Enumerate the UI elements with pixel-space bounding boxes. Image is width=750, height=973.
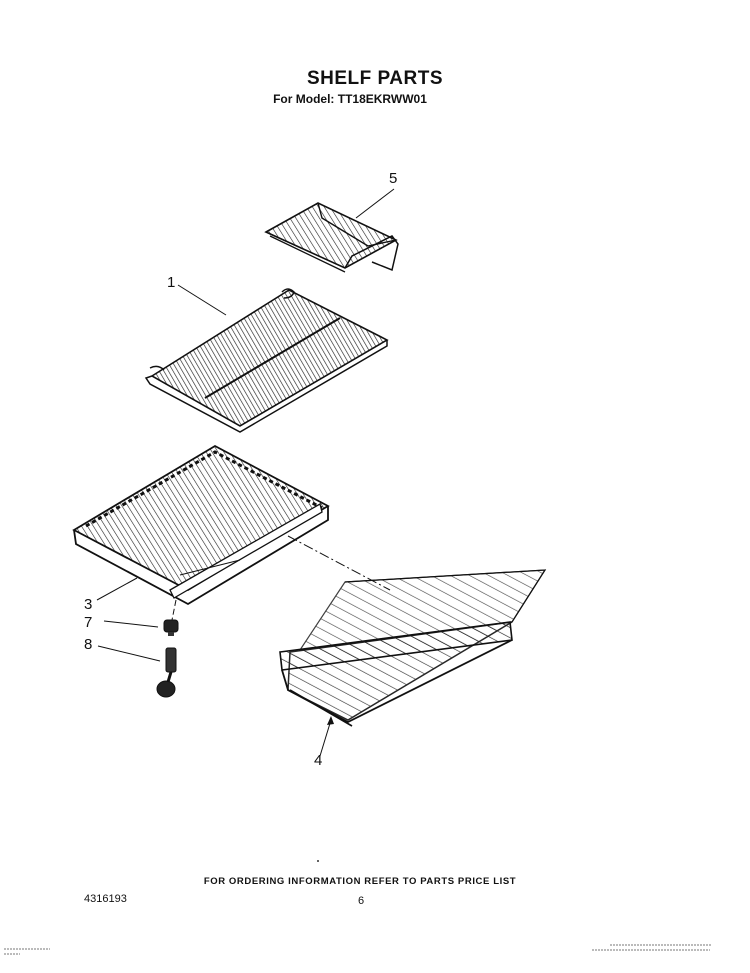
leader-5	[355, 188, 395, 219]
leader-1	[177, 284, 227, 316]
model-subtitle: For Model: TT18EKRWW01	[273, 92, 427, 106]
callout-3: 3	[84, 596, 93, 613]
part-5-small-shelf	[264, 202, 399, 273]
callout-4: 4	[314, 752, 323, 769]
page-number: 6	[358, 895, 365, 907]
callout-8: 8	[84, 636, 93, 653]
part-8-pin	[156, 647, 177, 698]
alignment-line-down	[171, 599, 177, 621]
part-7-fastener	[163, 619, 179, 636]
document-number: 4316193	[84, 893, 127, 905]
callout-1: 1	[167, 274, 176, 291]
page-title: SHELF PARTS	[306, 68, 444, 89]
leader-4	[319, 719, 332, 757]
leader-4-arrow	[327, 716, 334, 725]
part-1-wire-shelf	[144, 288, 389, 433]
leader-7	[103, 620, 159, 628]
callout-7: 7	[84, 614, 93, 631]
part-4-wire-basket	[279, 569, 547, 727]
ordering-note: FOR ORDERING INFORMATION REFER TO PARTS …	[203, 876, 517, 887]
callout-5: 5	[389, 170, 398, 187]
part-3-shelf-frame	[72, 444, 330, 606]
leader-8	[97, 645, 161, 662]
leader-3	[96, 577, 138, 601]
